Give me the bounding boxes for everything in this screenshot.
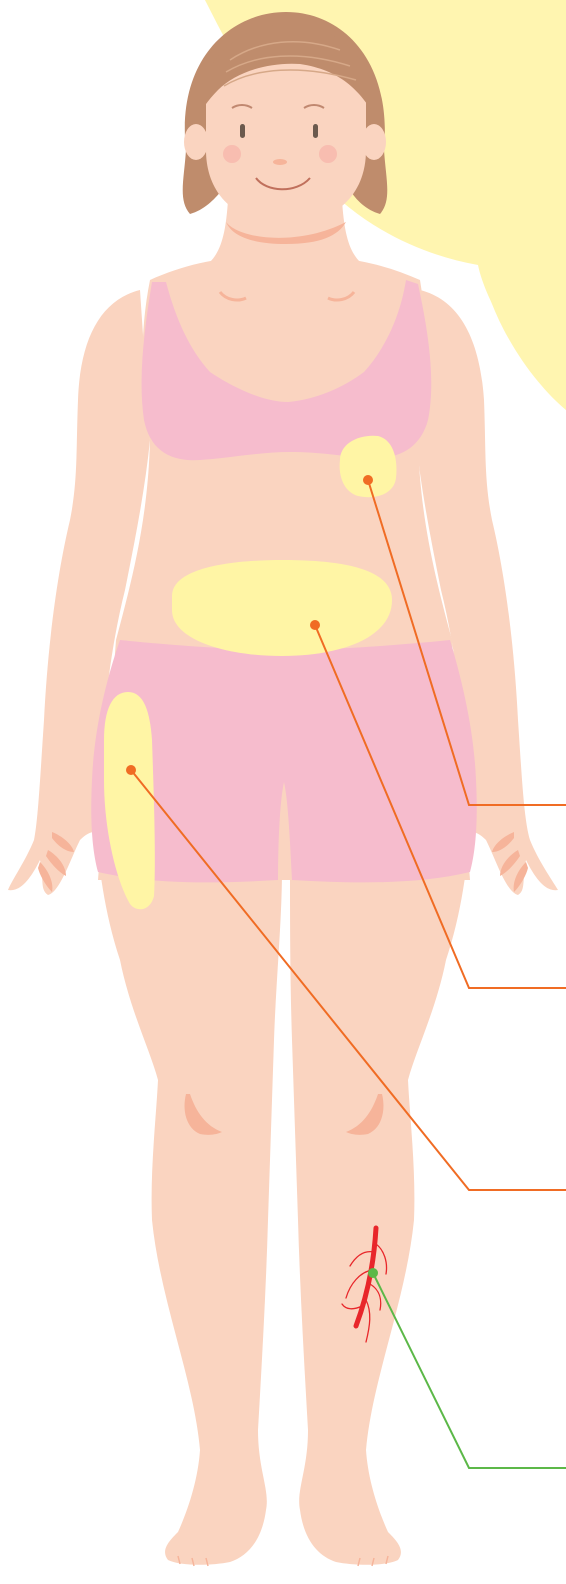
left-leg (100, 870, 282, 1565)
right-leg (290, 870, 466, 1565)
ribs-zone (340, 436, 397, 497)
nose (273, 159, 287, 165)
right-cheek (319, 145, 337, 163)
left-cheek (223, 145, 241, 163)
left-eye (240, 124, 245, 138)
belly-zone (172, 560, 392, 656)
right-eye (313, 124, 318, 138)
left-ear (184, 124, 208, 160)
